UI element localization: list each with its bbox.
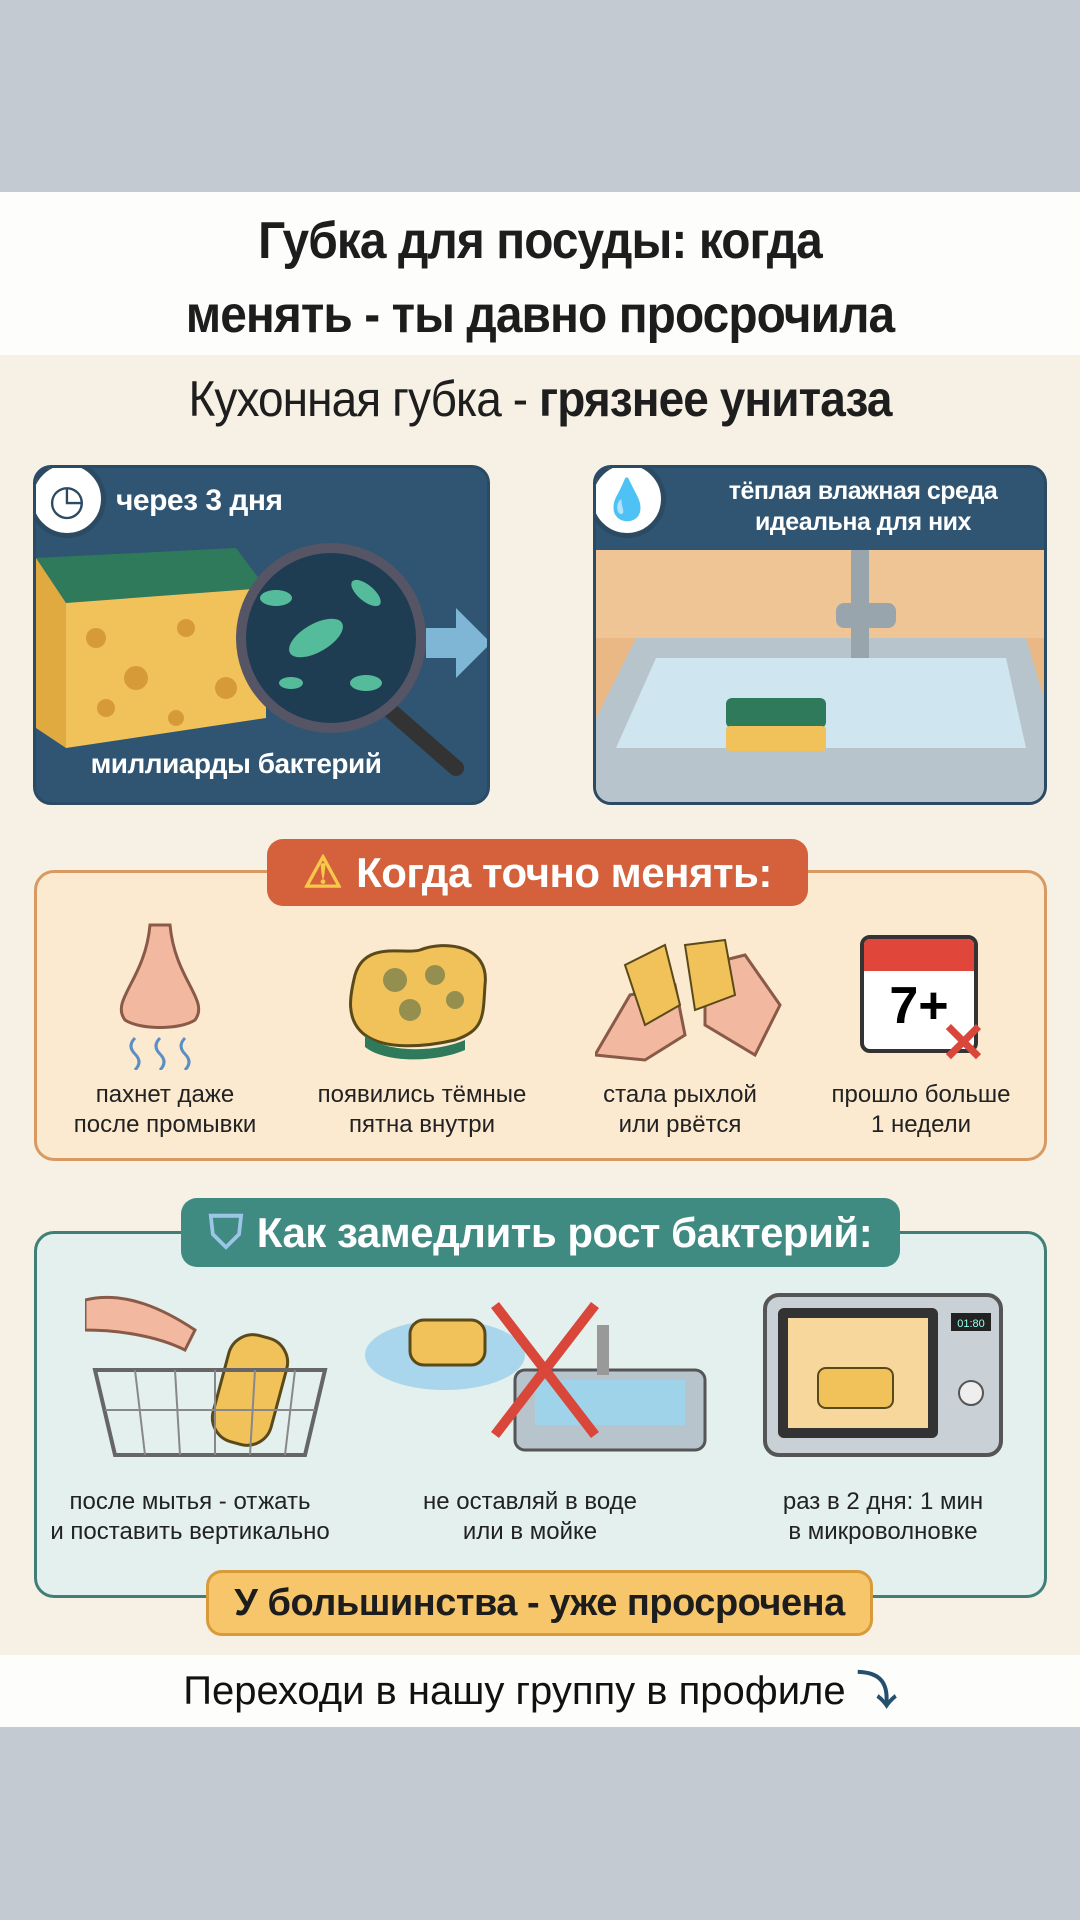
torn-sponge-icon — [595, 938, 782, 1062]
footer: Переходи в нашу группу в профиле ⤵ — [0, 1655, 1080, 1727]
when-item-3: стала рыхлой или рвётся — [555, 1080, 805, 1140]
basket-icon — [85, 1295, 328, 1457]
footer-text[interactable]: Переходи в нашу группу в профиле — [183, 1669, 846, 1713]
slow-item-3-line2: в микроволновке — [788, 1518, 978, 1545]
nose-icon — [119, 923, 201, 1070]
slow-item-3-line1: раз в 2 дня: 1 мин — [782, 1488, 984, 1515]
slow-section-header: ⛉Как замедлить рост бактерий: — [181, 1198, 900, 1267]
when-section-header: ⚠ Когда точно менять: — [267, 839, 808, 906]
when-item-4-line2: 1 недели — [870, 1111, 972, 1138]
slow-item-2: не оставляй в воде или в мойке — [405, 1487, 655, 1547]
when-item-2: появились тёмные пятна внутри — [297, 1080, 547, 1140]
cross-icon: ✕ — [940, 1011, 987, 1074]
microwave-display: 01:80 — [957, 1318, 985, 1330]
slow-item-2-line2: или в мойке — [462, 1518, 598, 1545]
page-title-line2: менять - ты давно просрочила — [185, 286, 895, 344]
bacteria-panel: ◷ через 3 дня миллиарды бактерий — [33, 465, 490, 805]
slow-item-3: раз в 2 дня: 1 мин в микроволновке — [758, 1487, 1008, 1547]
when-item-1-line2: после промывки — [73, 1111, 257, 1138]
clock-icon: ◷ — [36, 468, 106, 538]
when-item-2-line1: появились тёмные — [317, 1081, 527, 1108]
slow-item-1-line1: после мытья - отжать — [69, 1488, 311, 1515]
panel-left-bottom: миллиарды бактерий — [90, 748, 382, 779]
sink-panel: 💧 тёплая влажная среда идеальна для них — [593, 465, 1047, 805]
panel-right-header — [596, 468, 1044, 550]
subtitle: Кухонная губка - грязнее унитаза — [43, 370, 1037, 428]
when-item-1-line1: пахнет даже — [95, 1081, 235, 1108]
when-item-4: прошло больше 1 недели — [796, 1080, 1046, 1140]
panel-left-top: через 3 дня — [116, 484, 283, 517]
shield-icon: ⛉ — [208, 1205, 244, 1258]
when-item-3-line1: стала рыхлой — [603, 1081, 757, 1108]
slow-item-1: после мытья - отжать и поставить вертикал… — [50, 1487, 330, 1547]
when-item-1: пахнет даже после промывки — [40, 1080, 290, 1140]
panel-right-text: тёплая влажная среда идеальна для них — [678, 476, 1044, 538]
when-header-label: Когда точно менять: — [356, 848, 772, 896]
arrow-down-icon: ⤵ — [856, 1669, 897, 1713]
sink-illustration — [596, 548, 1044, 802]
title-bar: Губка для посуды: когда менять - ты давн… — [0, 192, 1080, 355]
when-item-3-line2: или рвётся — [618, 1111, 742, 1138]
sponge-magnifier-illustration — [36, 543, 487, 776]
slow-item-2-line1: не оставляй в воде — [422, 1488, 638, 1515]
panel-right-line2: идеальна для них — [755, 508, 971, 536]
when-item-4-line1: прошло больше — [831, 1081, 1011, 1108]
warning-icon: ⚠ — [303, 848, 343, 897]
slow-header-label: Как замедлить рост бактерий: — [256, 1208, 873, 1256]
calendar-icon: 7+ — [860, 935, 978, 1053]
water-drop-icon: 💧 — [596, 468, 666, 538]
slow-item-1-line2: и поставить вертикально — [50, 1518, 330, 1545]
banner: У большинства - уже просрочена — [206, 1570, 873, 1636]
subtitle-part1: Кухонная губка - — [188, 371, 540, 427]
page-title-line1: Губка для посуды: когда — [258, 212, 823, 270]
sink-cross-icon — [365, 1301, 707, 1452]
microwave-icon: 01:80 — [763, 1293, 1003, 1457]
calendar-badge: 7+ — [889, 977, 949, 1035]
when-item-2-line2: пятна внутри — [348, 1111, 495, 1138]
panel-right-line1: тёплая влажная среда — [728, 477, 998, 505]
moldy-sponge-icon — [349, 944, 487, 1060]
subtitle-part2: грязнее унитаза — [539, 371, 892, 427]
